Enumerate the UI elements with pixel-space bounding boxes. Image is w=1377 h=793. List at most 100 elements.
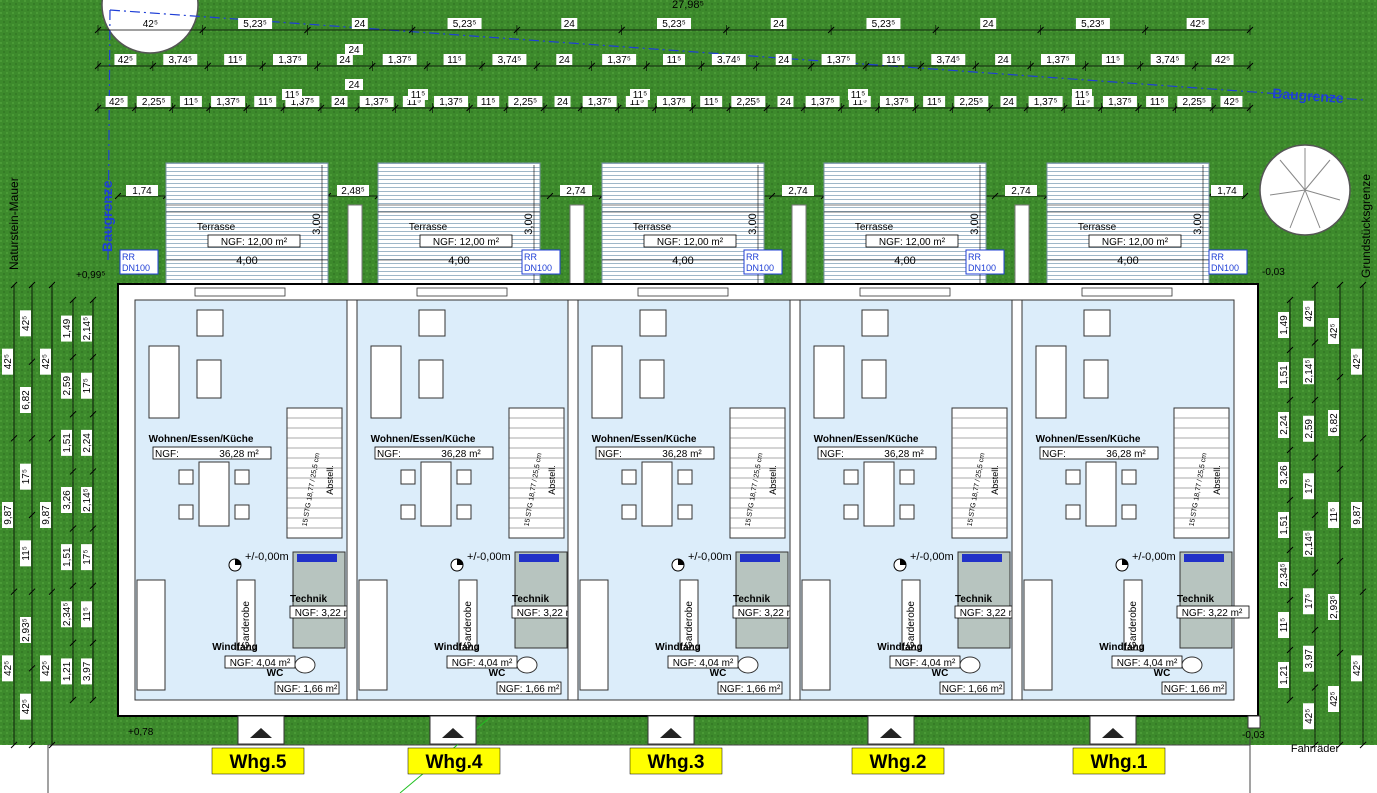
dim-tick (1359, 588, 1367, 596)
abstell-label: Abstell. (990, 465, 1000, 495)
sofa (591, 345, 623, 419)
dim-label: RR (968, 252, 981, 262)
bike-stand (1247, 715, 1261, 729)
dim-label-bg (81, 487, 92, 513)
dim-label: 3,74⁵ (498, 55, 522, 66)
dim-tick (1311, 684, 1319, 691)
chair (178, 504, 194, 520)
abstell-label: Abstell. (1212, 465, 1222, 495)
dining-table (863, 461, 895, 527)
staircase (508, 407, 565, 539)
dim-label-bg (556, 54, 573, 65)
dim-tick (10, 434, 18, 442)
ngf-value: 36,28 m² (1106, 449, 1146, 460)
room-wc: WC (710, 668, 727, 679)
ngf-box (889, 655, 961, 669)
dim-tick (10, 281, 18, 289)
dim-label-bg (40, 502, 51, 528)
chair (456, 504, 472, 520)
dim-tick (1336, 741, 1344, 749)
chair (1065, 504, 1081, 520)
dim-label: 2,14⁵ (82, 488, 93, 512)
dim-label: 1,37⁵ (439, 97, 463, 108)
privacy-wall (1014, 204, 1030, 286)
dim-label-bg (1351, 502, 1362, 528)
dim-label: RR (122, 252, 135, 262)
dim-label-bg (282, 89, 302, 100)
dim-label-bg (582, 96, 617, 107)
level-top-left: +0,99⁵ (76, 270, 105, 281)
dim-tick (69, 468, 77, 475)
dim-label: 42⁵ (41, 354, 52, 369)
dim-label-bg (1351, 348, 1362, 375)
dimension-chains-side: 42⁵9,8742⁵42⁵6,8217⁵11⁵2,93⁵42⁵42⁵9,8742… (2, 281, 1367, 749)
dim-label-bg (273, 54, 307, 65)
dim-label-bg (879, 96, 914, 107)
garderobe-label: Garderobe (684, 601, 695, 649)
windfang-ngf: NGF: 4,04 m² (673, 658, 734, 669)
chair (843, 504, 859, 520)
dim-label-bg (81, 429, 92, 456)
dim-tick (28, 741, 36, 749)
dim-tick (89, 296, 97, 304)
entrance-arrow-icon (442, 728, 464, 738)
dining-table (1085, 461, 1117, 527)
dim-label: 9,87 (1352, 505, 1363, 525)
dim-tick (69, 353, 77, 361)
dim-label: 11⁵ (285, 90, 300, 101)
dim-label-bg (805, 96, 840, 107)
wc-ngf: NGF: 1,66 m² (499, 684, 560, 695)
terrace-deck (601, 162, 765, 286)
dim-label-bg (1328, 502, 1339, 528)
dim-label: 1,37⁵ (662, 97, 686, 108)
privacy-wall (569, 204, 585, 286)
dim-label: 4,00 (894, 255, 915, 267)
dim-label: 2,24 (1279, 415, 1290, 435)
dim-label-bg (1211, 54, 1234, 65)
dim-tick (1286, 546, 1294, 554)
dim-label-bg (351, 18, 368, 29)
room-wc: WC (1154, 668, 1171, 679)
dim-label-bg (995, 54, 1012, 65)
room-wohnen: Wohnen/Essen/Küche (149, 434, 254, 445)
dim-label: 1,21 (1279, 665, 1290, 685)
chair (234, 469, 250, 485)
dim-label-bg (561, 18, 578, 29)
windfang-ngf: NGF: 4,04 m² (230, 658, 291, 669)
wc-ngf: NGF: 1,66 m² (1164, 684, 1225, 695)
room-wohnen: Wohnen/Essen/Küche (1036, 434, 1141, 445)
dim-tick (28, 511, 36, 519)
armchair (196, 309, 224, 337)
dim-label-bg (81, 658, 92, 685)
technik-room (957, 551, 1011, 649)
room-wohnen: Wohnen/Essen/Küche (371, 434, 476, 445)
party-wall (789, 299, 801, 701)
dim-label: 24 (564, 19, 576, 30)
ngf-box (496, 681, 562, 695)
staircase (286, 407, 343, 539)
dim-label-bg (663, 54, 685, 65)
dim-label-bg (285, 96, 320, 107)
dim-tick (1311, 569, 1319, 576)
dim-label: 1,51 (1279, 365, 1290, 385)
dim-label: 11⁵ (927, 97, 942, 108)
dim-label: 6,82 (1329, 413, 1340, 433)
dim-label-bg (657, 96, 691, 107)
dim-label: 2,93⁵ (1329, 595, 1340, 619)
dim-label-bg (2, 348, 13, 375)
ngf-label: NGF: (1042, 449, 1066, 460)
dim-label-bg (20, 540, 31, 567)
dim-label: 1,37⁵ (291, 97, 315, 108)
technik-ngf: NGF: 3,22 m² (1182, 608, 1243, 619)
dim-label: 24 (773, 19, 785, 30)
kitchen-counter (136, 579, 166, 691)
armchair (861, 309, 889, 337)
dim-label-bg (105, 96, 128, 107)
coffee-table (196, 359, 222, 399)
room-technik: Technik (733, 594, 770, 605)
dim-label-bg (1278, 462, 1289, 488)
ngf-box (595, 446, 715, 460)
dim-label: 2,48⁵ (341, 186, 365, 197)
